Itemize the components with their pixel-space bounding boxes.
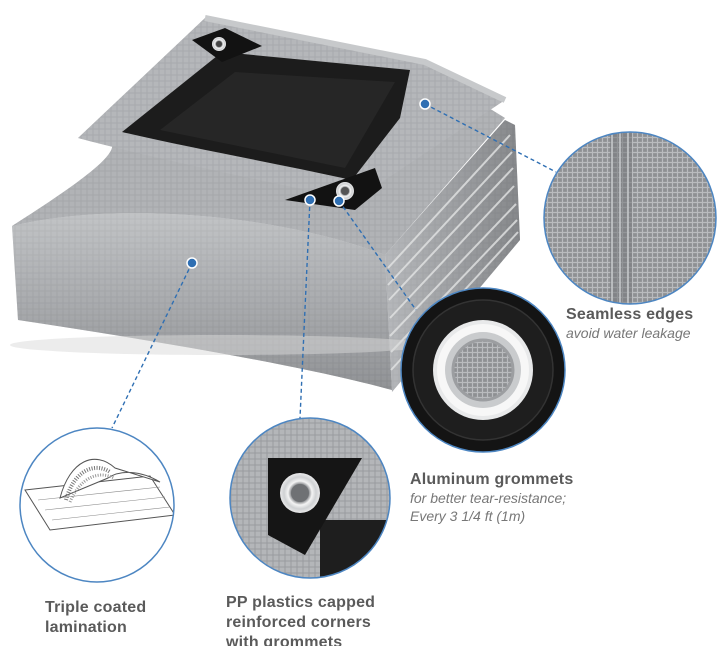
callout-line-grommet — [338, 200, 417, 311]
seamless-edge-zoom — [543, 131, 717, 305]
callout-dot-seamless — [419, 98, 431, 110]
aluminum-grommets-title: Aluminum grommets — [410, 471, 574, 488]
callout-dot-grommet — [333, 195, 345, 207]
seamless-edges-subtitle: avoid water leakage — [566, 325, 691, 341]
grommet-zoom — [400, 287, 566, 453]
callout-line-seamless — [424, 103, 557, 173]
aluminum-grommets-label: Aluminum grommets for better tear-resist… — [410, 470, 650, 525]
lamination-zoom — [19, 427, 175, 583]
corners-title-2: reinforced corners — [226, 614, 371, 631]
seamless-edges-label: Seamless edges avoid water leakage — [566, 305, 720, 343]
callout-dot-corner — [304, 194, 316, 206]
lamination-title-2: lamination — [45, 619, 128, 636]
callout-dot-lamination — [186, 257, 198, 269]
callout-line-lamination — [111, 262, 193, 429]
callout-dots — [186, 98, 431, 269]
corners-title-1: PP plastics capped — [226, 594, 376, 611]
lamination-label: Triple coated lamination — [45, 598, 205, 638]
lamination-title-1: Triple coated — [45, 599, 147, 616]
aluminum-grommets-subtitle-1: for better tear-resistance; — [410, 490, 567, 506]
callout-lines — [111, 103, 557, 429]
seamless-edges-title: Seamless edges — [566, 306, 694, 323]
corners-title-3: with grommets — [226, 634, 343, 646]
corners-label: PP plastics capped reinforced corners wi… — [226, 593, 426, 646]
callout-line-corner — [299, 199, 311, 419]
folded-tarp — [10, 15, 520, 392]
corner-zoom — [229, 417, 391, 579]
aluminum-grommets-subtitle-2: Every 3 1/4 ft (1m) — [410, 507, 526, 524]
